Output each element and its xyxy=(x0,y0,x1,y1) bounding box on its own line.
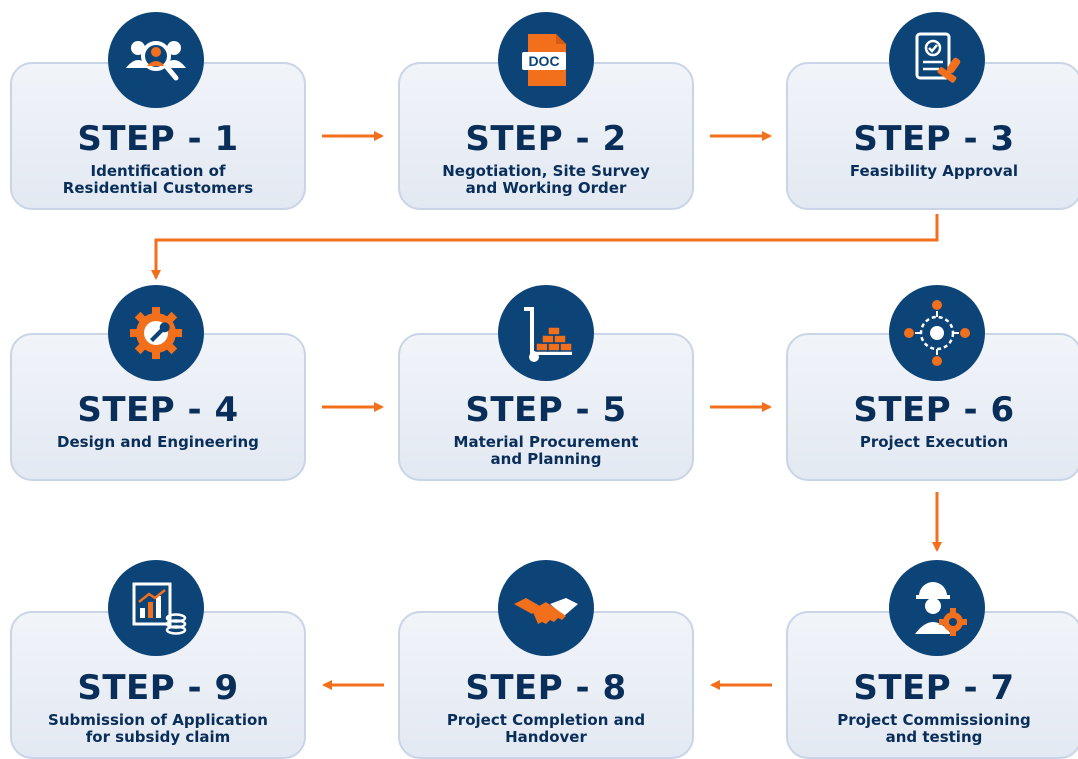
step-9-badge xyxy=(108,560,204,656)
step-7-title: STEP - 7 xyxy=(853,668,1015,708)
growth-chart-coins-icon xyxy=(132,582,187,635)
step-5-description: Material Procurement and Planning xyxy=(453,433,639,468)
step-6-title: STEP - 6 xyxy=(853,390,1015,430)
doc-file-icon: DOC xyxy=(522,34,566,86)
step-9-title: STEP - 9 xyxy=(77,668,239,708)
step-7-description: Project Commissioning and testing xyxy=(837,711,1031,746)
step-5-title: STEP - 5 xyxy=(465,390,627,430)
step-1-badge xyxy=(108,12,204,108)
arrow-step3-to-step4 xyxy=(151,214,939,280)
customer-search-icon xyxy=(126,41,186,81)
step-3-badge xyxy=(889,12,985,108)
step-6-badge xyxy=(889,285,985,381)
step-2-title: STEP - 2 xyxy=(465,119,627,159)
step-2-badge: DOC xyxy=(498,12,594,108)
hand-truck-icon xyxy=(524,307,573,362)
step-8-card: STEP - 8 Project Completion and Handover xyxy=(398,611,694,759)
approval-stamp-icon xyxy=(915,32,961,83)
step-3-title: STEP - 3 xyxy=(853,119,1015,159)
engineer-gear-icon xyxy=(915,582,967,636)
step-8-description: Project Completion and Handover xyxy=(446,711,646,746)
step-6-description: Project Execution xyxy=(859,433,1009,451)
step-8-badge xyxy=(498,560,594,656)
gear-wrench-icon xyxy=(130,307,182,359)
step-6-card: STEP - 6 Project Execution xyxy=(786,333,1078,481)
team-network-icon xyxy=(904,300,970,366)
step-2-description: Negotiation, Site Survey and Working Ord… xyxy=(442,162,650,197)
step-5-badge xyxy=(498,285,594,381)
doc-label: DOC xyxy=(528,53,559,69)
step-9-description: Submission of Application for subsidy cl… xyxy=(48,711,268,746)
step-1-description: Identification of Residential Customers xyxy=(62,162,254,197)
step-4-description: Design and Engineering xyxy=(57,433,259,451)
step-7-badge xyxy=(889,560,985,656)
step-3-description: Feasibility Approval xyxy=(849,162,1019,180)
step-4-title: STEP - 4 xyxy=(77,390,239,430)
handshake-icon xyxy=(514,598,578,624)
step-1-title: STEP - 1 xyxy=(77,119,239,159)
step-4-badge xyxy=(108,285,204,381)
step-8-title: STEP - 8 xyxy=(465,668,627,708)
